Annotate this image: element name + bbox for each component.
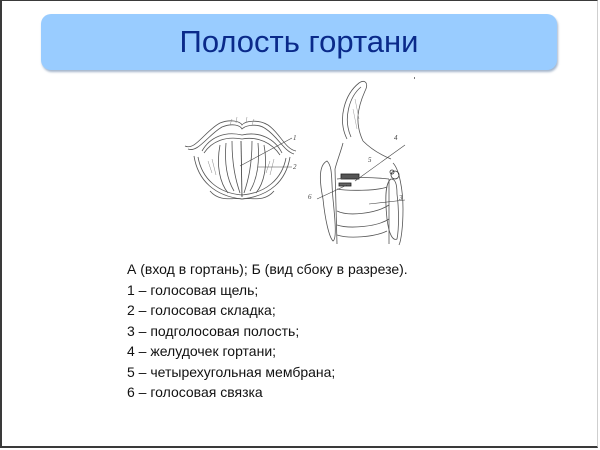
caption-item-3: 3 – подголосовая полость;: [127, 322, 300, 339]
caption-item-6: 6 – голосовая связка: [127, 384, 263, 400]
caption-item-4: 4 – желудочек гортани;: [127, 343, 277, 359]
figure-label-3: 3: [399, 194, 403, 202]
caption-item-1: 1 – голосовая щель;: [127, 281, 259, 298]
stray-mark: [414, 77, 415, 79]
figure-caption: А (вход в гортань); Б (вид сбоку в разре…: [127, 259, 408, 403]
title-banner: Полость гортани: [41, 14, 557, 70]
caption-intro: А (вход в гортань); Б (вид сбоку в разре…: [127, 261, 408, 277]
figure-label-1: 1: [293, 134, 297, 142]
larynx-section-illustration: [316, 81, 406, 246]
caption-item-5: 5 – четырехугольная мембрана;: [127, 363, 336, 380]
figure-label-5: 5: [368, 156, 372, 164]
slide-title: Полость гортани: [179, 24, 419, 59]
figure-label-4: 4: [394, 134, 398, 142]
caption-item-2: 2 – голосовая складка;: [127, 302, 276, 318]
figure-label-2: 2: [293, 163, 297, 171]
laryngeal-inlet-illustration: [184, 116, 297, 200]
figure-label-6: 6: [308, 193, 312, 201]
